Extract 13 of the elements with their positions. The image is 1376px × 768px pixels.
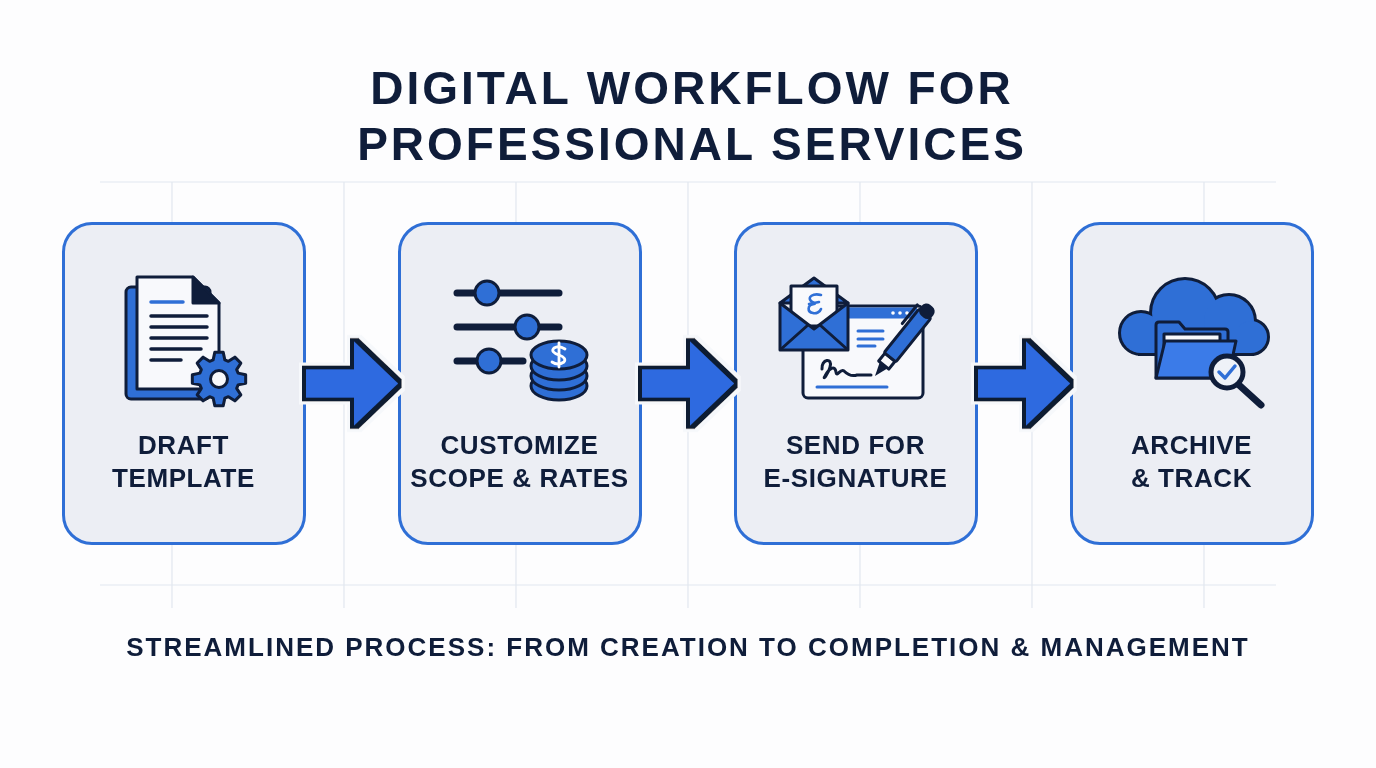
step-label: SEND FOR E-SIGNATURE xyxy=(762,429,949,495)
step-card xyxy=(398,222,642,545)
step-card xyxy=(1070,222,1314,545)
step-label: DRAFT TEMPLATE xyxy=(111,429,256,495)
step-label: CUSTOMIZE SCOPE & RATES xyxy=(409,429,630,495)
step-label: ARCHIVE & TRACK xyxy=(1129,429,1254,495)
step-card xyxy=(62,222,306,545)
step-card xyxy=(734,222,978,545)
diagram-caption: STREAMLINED PROCESS: FROM CREATION TO COMPLETION & MANAGEMENT xyxy=(125,631,1251,663)
diagram-title: DIGITAL WORKFLOW FOR PROFESSIONAL SERVICES xyxy=(356,61,1028,172)
block-arrow xyxy=(642,341,734,426)
block-arrow xyxy=(306,341,398,426)
block-arrow xyxy=(978,341,1070,426)
